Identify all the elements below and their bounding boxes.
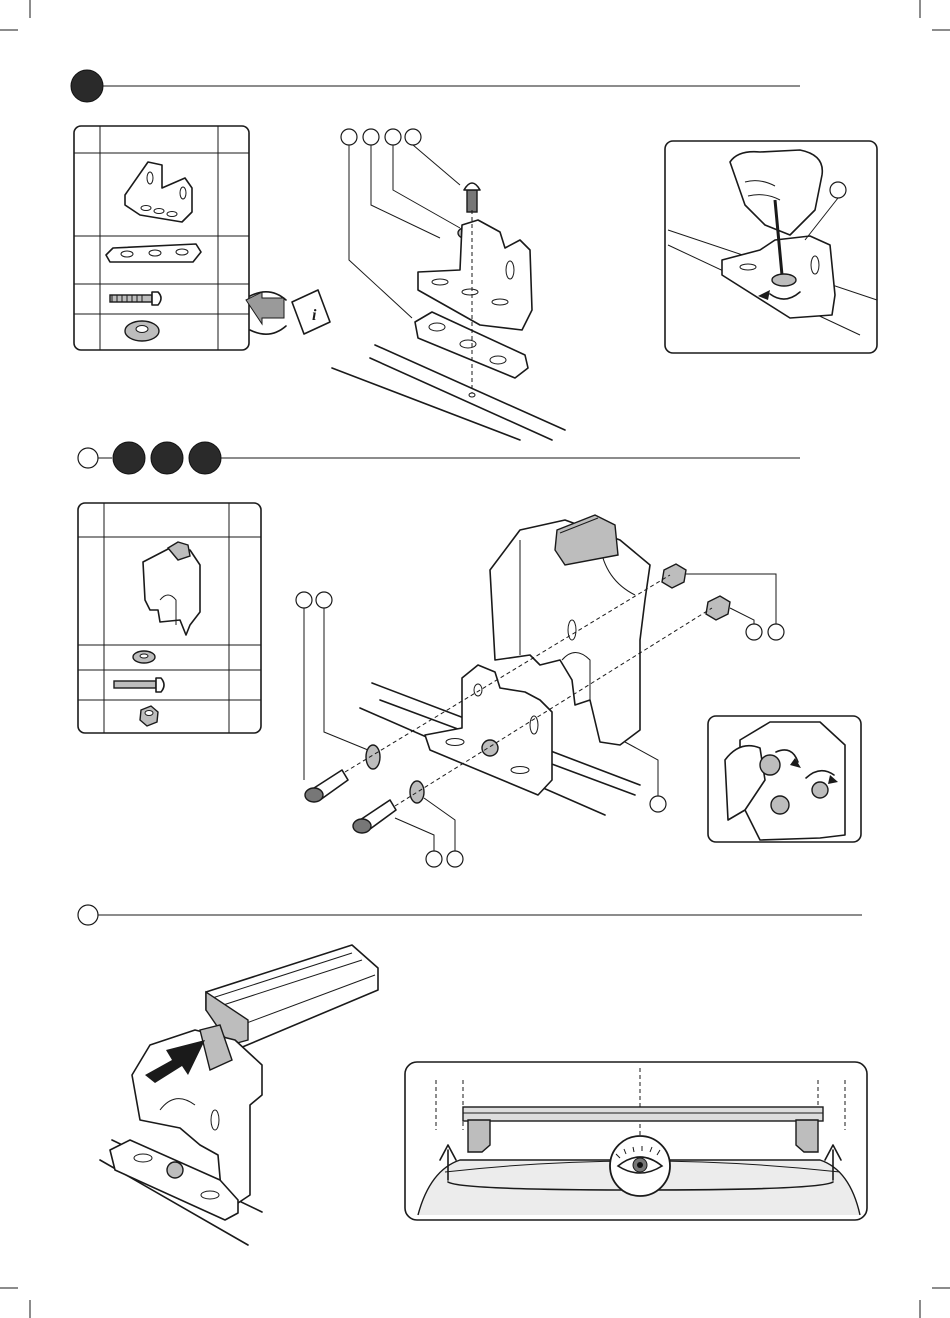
step-2-marker-a (113, 442, 145, 474)
step-1-marker (71, 70, 103, 102)
callout-circle (768, 624, 784, 640)
callout-circle (746, 624, 762, 640)
callout-circle (316, 592, 332, 608)
washer-part-icon (125, 321, 159, 341)
info-manual-icon: i (246, 290, 330, 334)
parts-table-2 (78, 503, 261, 733)
callout-circle (385, 129, 401, 145)
step-2-marker-outline (78, 448, 98, 468)
callout-circle (405, 129, 421, 145)
step-3-marker-outline (78, 905, 98, 925)
callout-circle (426, 851, 442, 867)
step-2-marker-c (189, 442, 221, 474)
callout-circle (296, 592, 312, 608)
callout-circle (447, 851, 463, 867)
step-2-header (78, 442, 800, 474)
washer-part-icon (133, 651, 155, 663)
nut-part-icon (140, 706, 158, 726)
eye-icon (610, 1136, 670, 1196)
bar-insertion-view (100, 945, 378, 1245)
detail-inset-1 (665, 141, 877, 353)
callout-circle (830, 182, 846, 198)
step-3-header (78, 905, 862, 925)
callout-circle (341, 129, 357, 145)
step-2-marker-b (151, 442, 183, 474)
alignment-check-panel (405, 1062, 867, 1220)
step-1-header (71, 70, 800, 102)
callout-circle (363, 129, 379, 145)
svg-text:i: i (312, 307, 317, 324)
exploded-view-1 (332, 129, 565, 440)
callout-circle (650, 796, 666, 812)
parts-table-1 (74, 126, 249, 350)
detail-inset-2 (708, 716, 861, 842)
